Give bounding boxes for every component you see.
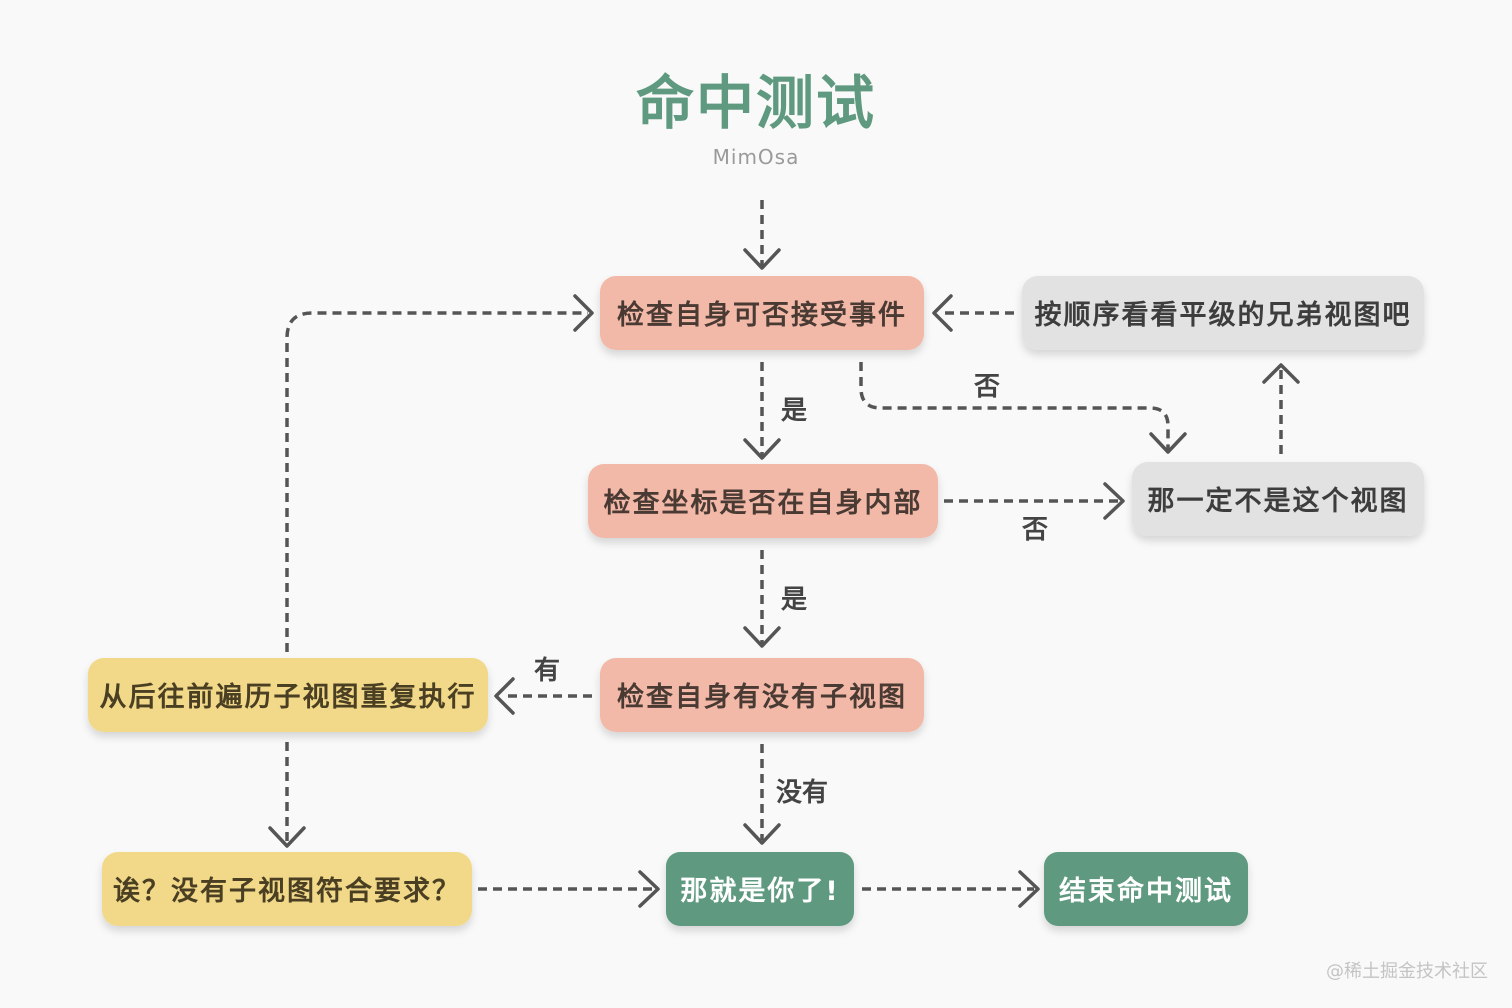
node-check-subviews-label: 检查自身有没有子视图 [617,681,907,713]
node-no-match: 诶？没有子视图符合要求？ [102,852,472,926]
edge-coord-yes [743,550,781,648]
edge-siblings-loop [932,294,1014,332]
node-found-label: 那就是你了! [680,876,839,907]
edge-label-coord-yes: 是 [781,585,807,615]
edge-accept-yes [743,362,781,460]
edge-iterate-to-nomatch [268,742,306,848]
edge-label-accept-no: 否 [974,372,1000,402]
node-no-match-label: 诶？没有子视图符合要求？ [113,875,461,907]
node-not-this-view-label: 那一定不是这个视图 [1148,485,1409,517]
edge-no-subviews [743,744,781,845]
watermark: @稀土掘金技术社区 [1326,961,1488,982]
edge-label-accept-yes: 是 [781,396,807,426]
edge-found-to-end [862,870,1040,908]
edge-iterate-loop [285,294,594,652]
edge-nomatch-to-found [478,870,660,908]
node-iterate-subviews-label: 从后往前遍历子视图重复执行 [100,681,477,713]
node-end: 结束命中测试 [1044,852,1248,926]
edge-label-coord-no: 否 [1022,515,1048,545]
edge-to-siblings [1262,363,1300,454]
diagram-subtitle: MimOsa [713,145,800,169]
node-end-label: 结束命中测试 [1059,875,1233,907]
edge-accept-no [859,362,1187,454]
node-found: 那就是你了! [666,852,854,926]
node-check-siblings-label: 按顺序看看平级的兄弟视图吧 [1035,299,1412,331]
diagram-title: 命中测试 [636,69,876,137]
node-check-coord: 检查坐标是否在自身内部 [588,464,938,538]
node-check-siblings: 按顺序看看平级的兄弟视图吧 [1022,276,1424,350]
edge-coord-no [944,482,1125,520]
edge-start [743,200,781,270]
edge-label-no-subviews: 没有 [776,778,828,808]
edge-has-subviews [494,677,592,715]
node-check-subviews: 检查自身有没有子视图 [600,658,924,732]
node-not-this-view: 那一定不是这个视图 [1132,462,1424,536]
node-check-accept-label: 检查自身可否接受事件 [617,299,907,331]
node-iterate-subviews: 从后往前遍历子视图重复执行 [88,658,488,732]
node-check-coord-label: 检查坐标是否在自身内部 [604,487,923,519]
edge-label-has-subviews: 有 [534,656,560,686]
node-check-accept: 检查自身可否接受事件 [600,276,924,350]
